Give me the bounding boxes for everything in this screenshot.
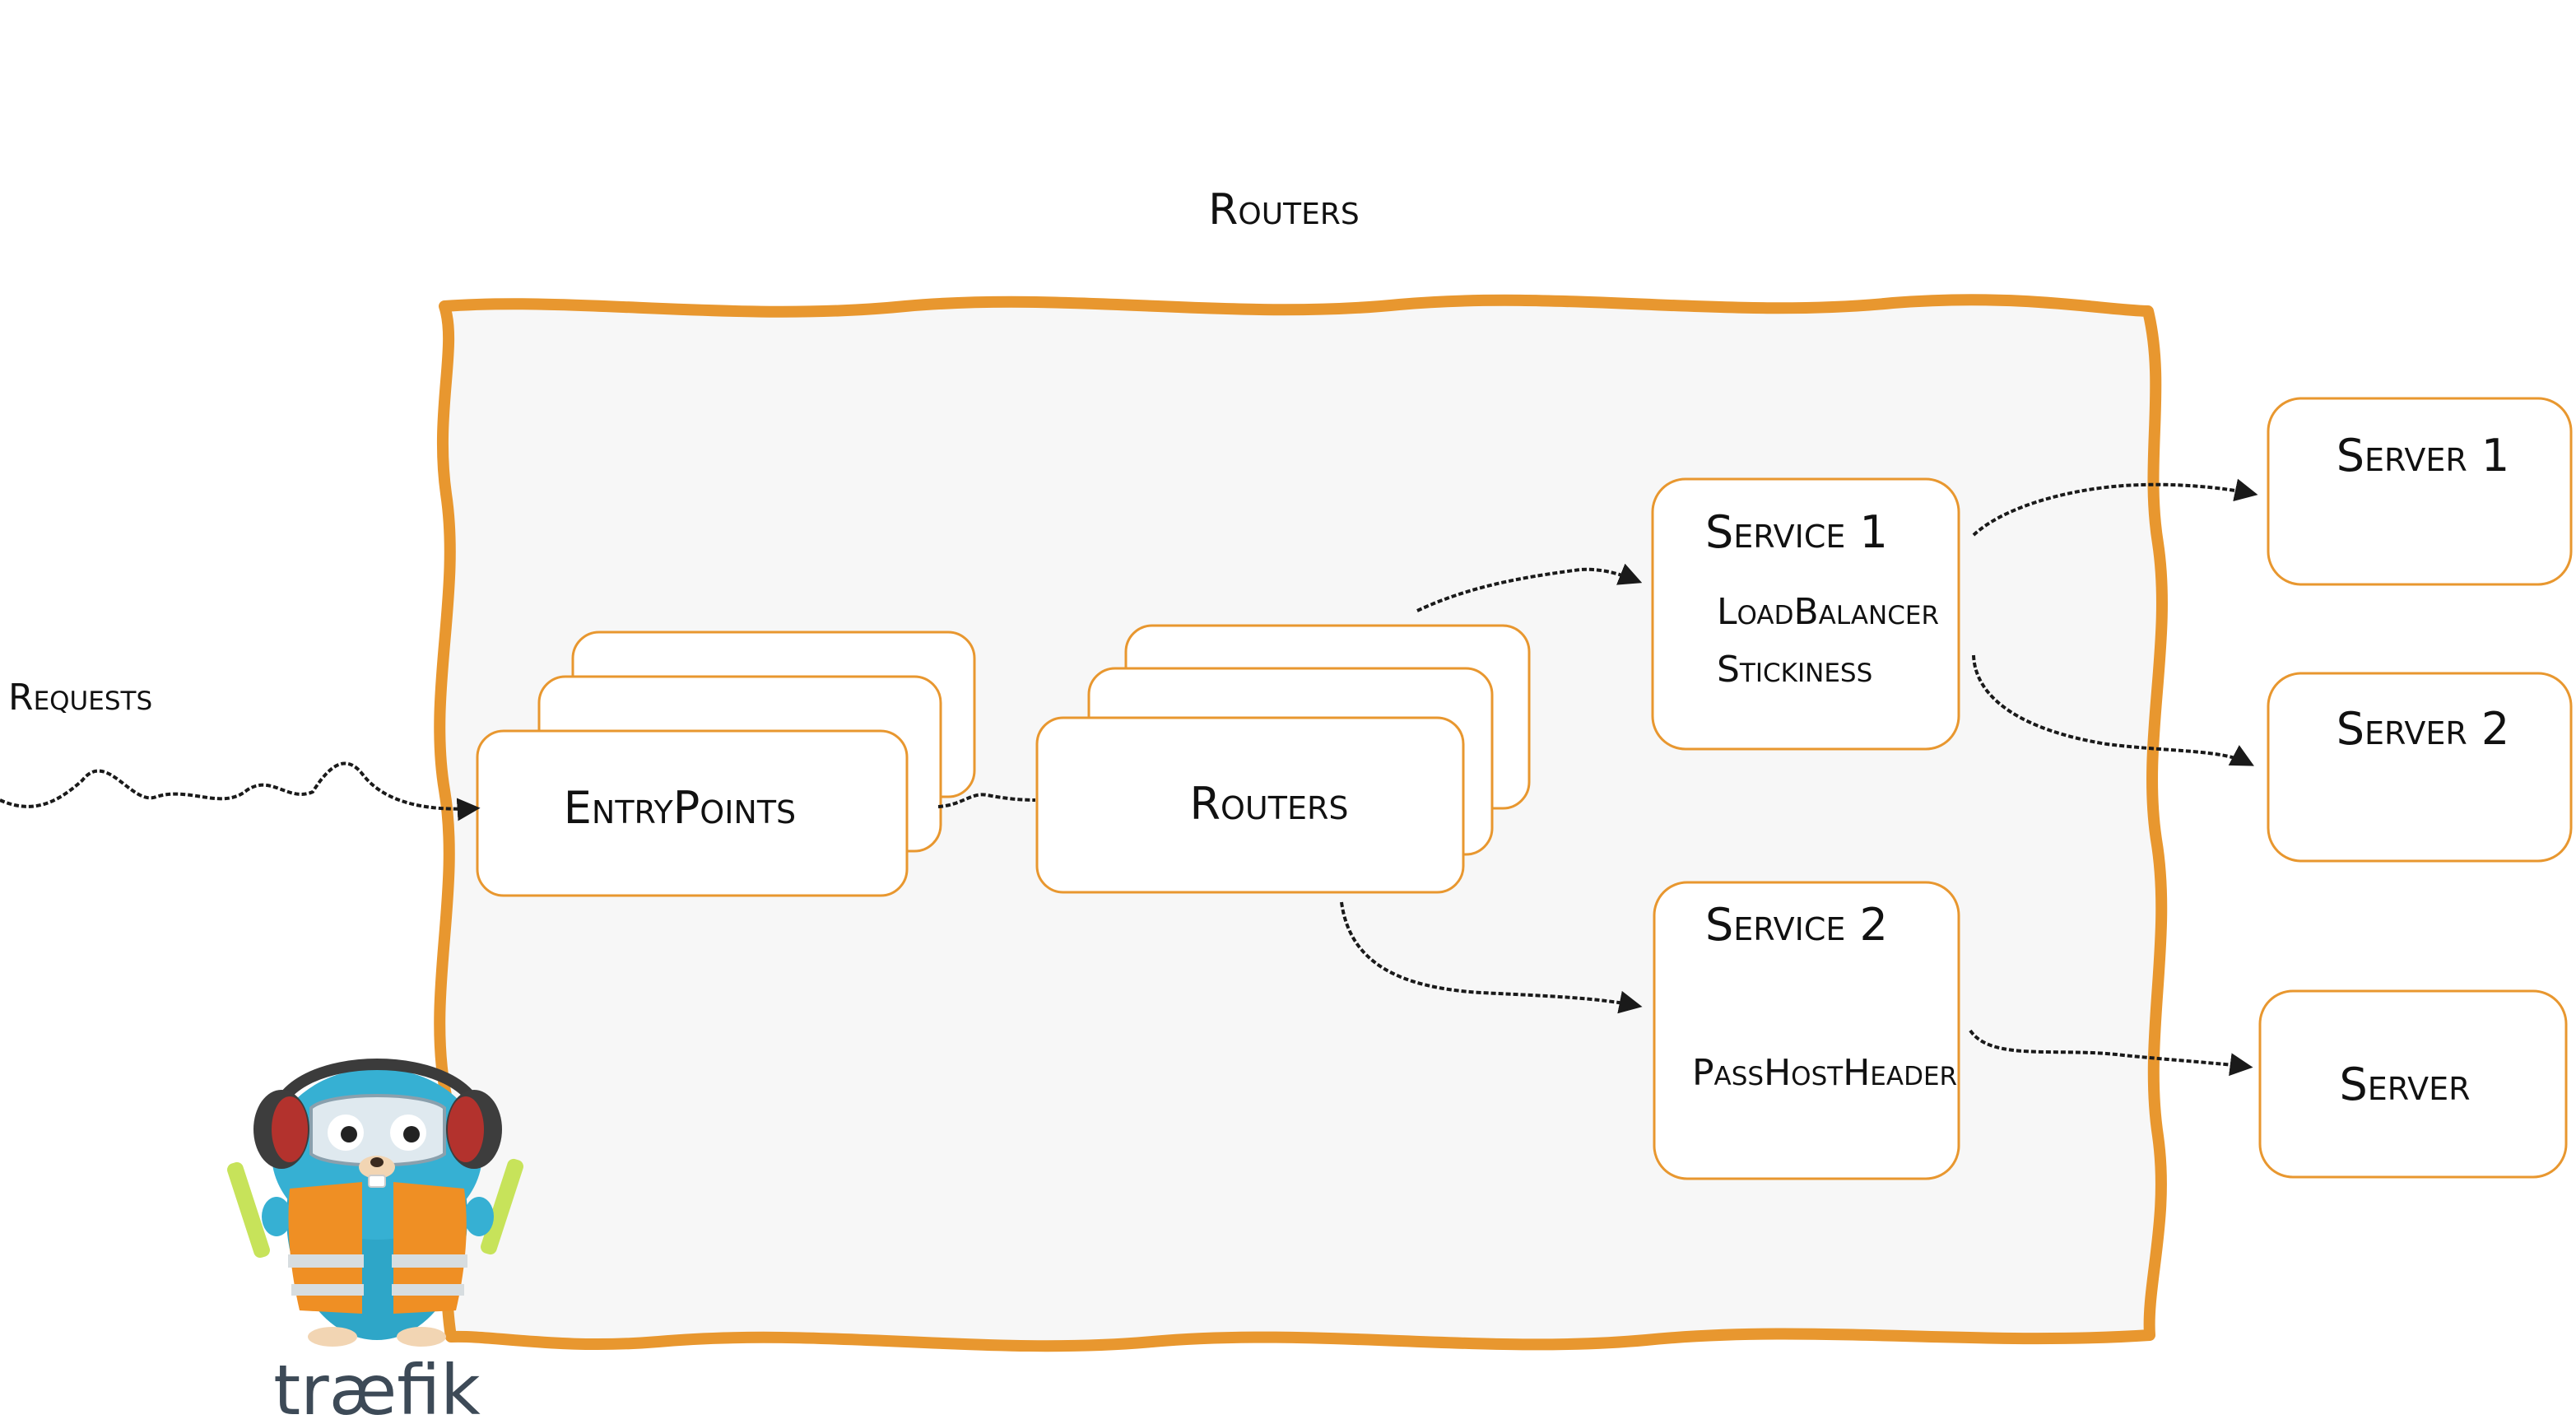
requests-arrow xyxy=(0,761,481,821)
diagram-title: Routers xyxy=(1208,185,1359,235)
server2-box: Server 2 xyxy=(2267,672,2573,863)
service2-box: Service 2 PassHostHeader xyxy=(1653,881,1960,1180)
service2-to-server3-arrow xyxy=(1969,1029,2253,1077)
service1-box: Service 1 LoadBalancer Stickiness xyxy=(1651,477,1960,751)
service2-passhostheader: PassHostHeader xyxy=(1692,1052,1957,1094)
service1-to-server1-arrow xyxy=(1972,478,2258,537)
server3-box: Server xyxy=(2258,989,2568,1179)
service2-title: Service 2 xyxy=(1705,899,1888,951)
requests-label: Requests xyxy=(8,677,152,719)
entrypoints-stack: EntryPoints xyxy=(476,631,976,897)
service1-to-server2-arrow xyxy=(1972,654,2254,766)
service1-stickiness: Stickiness xyxy=(1717,649,1872,691)
service1-title: Service 1 xyxy=(1705,506,1888,558)
entry-to-routers-arrow xyxy=(937,793,1036,808)
gopher-mascot-icon xyxy=(227,1059,523,1347)
routers-to-service1-arrow xyxy=(1416,563,1643,612)
routers-label: Routers xyxy=(1190,778,1349,830)
routers-box xyxy=(1035,716,1465,894)
traefik-logo-text: træfik xyxy=(273,1350,481,1424)
routers-stack: Routers xyxy=(1035,624,1531,894)
entrypoints-label: EntryPoints xyxy=(564,782,796,834)
server3-label: Server xyxy=(2339,1059,2470,1110)
server1-label: Server 1 xyxy=(2337,430,2510,482)
server2-label: Server 2 xyxy=(2337,703,2510,755)
routers-to-service2-arrow xyxy=(1340,901,1643,1014)
server1-box: Server 1 xyxy=(2267,397,2573,586)
service1-loadbalancer: LoadBalancer xyxy=(1717,591,1939,633)
